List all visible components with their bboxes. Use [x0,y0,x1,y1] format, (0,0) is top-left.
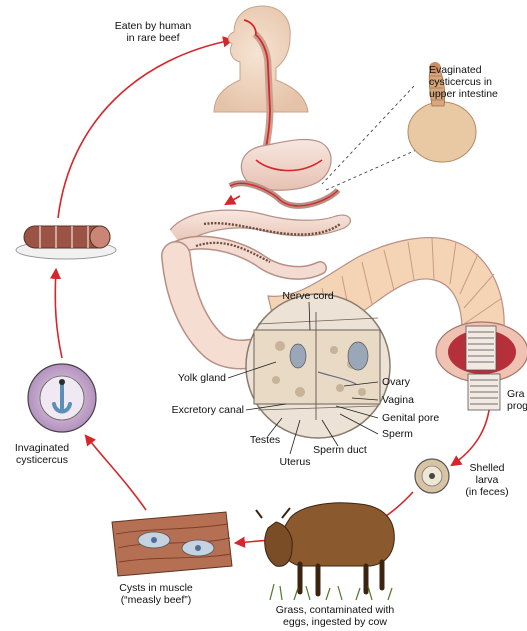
label-evaginated-cysticercus: Evaginated cysticercus in upper intestin… [429,64,527,100]
label-excretory-canal: Excretory canal [150,404,244,416]
label-sperm: Sperm [382,428,442,440]
proglottid-magnified [246,294,390,438]
cysts-in-muscle [112,512,232,576]
label-invaginated-cysticercus: Invaginated cysticercus [0,442,84,466]
label-cysts-in-muscle: Cysts in muscle (“measly beef”) [98,582,214,606]
label-nerve-cord: Nerve cord [268,290,348,302]
digestive-tract [170,139,350,272]
label-yolk-gland: Yolk gland [150,372,226,384]
label-shelled-larva: Shelled larva (in feces) [452,462,522,498]
human-figure [214,6,308,148]
shelled-larva [415,459,449,493]
cow [256,503,394,600]
invaginated-cysticercus [28,364,96,432]
label-eaten-by-human: Eaten by human in rare beef [94,20,212,44]
label-testes: Testes [240,434,290,446]
label-genital-pore: Genital pore [382,412,462,424]
label-vagina: Vagina [382,394,442,406]
label-uterus: Uterus [270,456,320,468]
label-ovary: Ovary [382,376,442,388]
arrow-muscle-to-cyst [86,436,146,510]
arrow-cyst-to-beef [55,270,62,358]
roast-beef [16,226,116,259]
label-sperm-duct: Sperm duct [304,444,376,456]
label-gravid-proglottid: Gra prog [507,388,527,412]
label-grass-cow: Grass, contaminated with eggs, ingested … [250,604,420,628]
arrow-beef-to-human [58,40,232,218]
